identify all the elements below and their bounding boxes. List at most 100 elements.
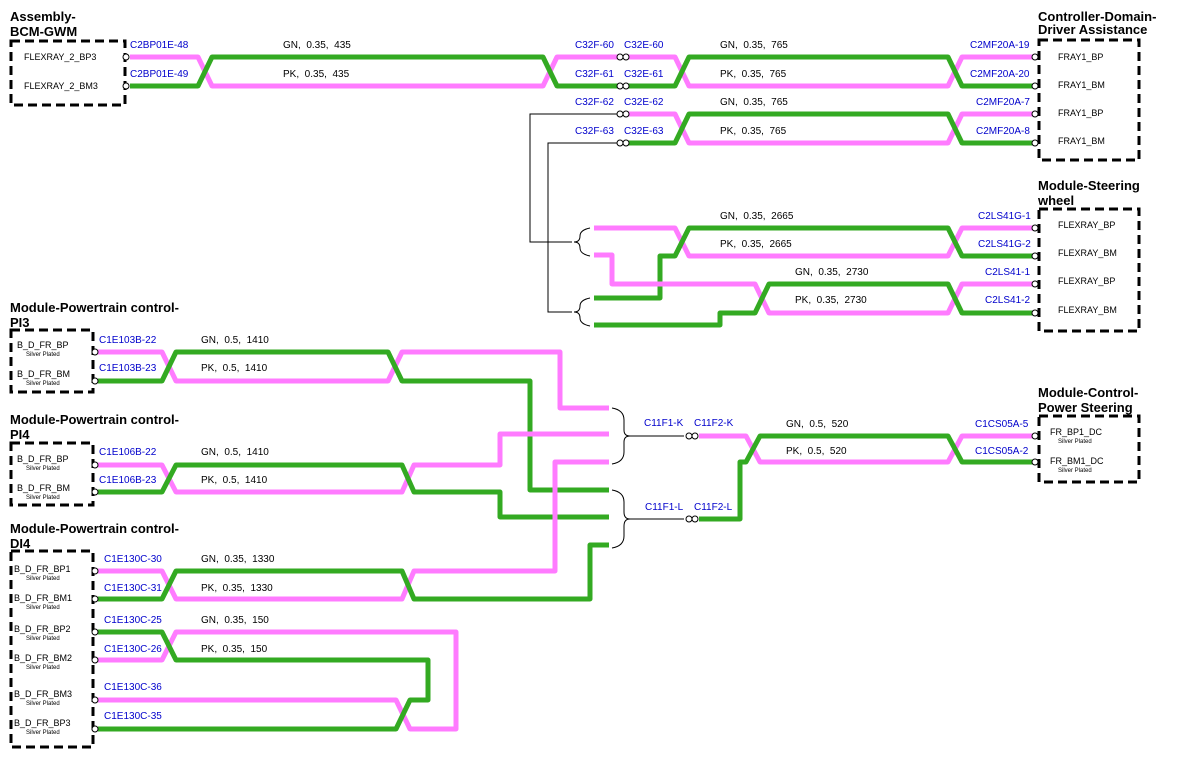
wire-label-w1-pk: PK, 0.35, 435 xyxy=(283,69,350,80)
power-steering-title-line2: Power Steering xyxy=(1038,400,1133,415)
wire-w7-gn xyxy=(98,462,609,520)
wire-label-w1-gn: GN, 0.35, 435 xyxy=(283,40,351,51)
da-pin-2: FRAY1_BM xyxy=(1058,80,1105,90)
connector-pi3-2: C1E103B-23 xyxy=(99,363,157,374)
wire-label-w7-pk: PK, 0.5, 1410 xyxy=(201,475,268,486)
wire-w1-pk xyxy=(130,54,618,89)
di4-pin-1-sub: Silver Plated xyxy=(26,576,60,582)
wire-label-w4-gn: GN, 0.35, 2665 xyxy=(720,211,794,222)
ps-pin-1-sub: Silver Plated xyxy=(1058,439,1092,445)
ps-pin-2: FR_BM1_DC xyxy=(1050,456,1104,466)
pi4-title-line2: PI4 xyxy=(10,427,30,442)
pi4-title-line1: Module-Powertrain control- xyxy=(10,412,179,427)
da-pin-3: FRAY1_BP xyxy=(1058,108,1103,118)
connector-da-4: C2MF20A-8 xyxy=(976,126,1030,137)
da-pin-1: FRAY1_BP xyxy=(1058,52,1103,62)
steering-title-line2: wheel xyxy=(1037,193,1074,208)
wire-label-w10-pk: PK, 0.5, 520 xyxy=(786,446,847,457)
pi3-title-line2: PI3 xyxy=(10,315,30,330)
wire-w9-pk xyxy=(98,629,459,732)
di4-pin-2-sub: Silver Plated xyxy=(26,605,60,611)
da-pin-4: FRAY1_BM xyxy=(1058,136,1105,146)
sw-pin-1: FLEXRAY_BP xyxy=(1058,220,1115,230)
connector-c32e-62: C32E-62 xyxy=(624,97,664,108)
wire-label-w3-pk: PK, 0.35, 765 xyxy=(720,126,787,137)
wire-label-w8-pk: PK, 0.35, 1330 xyxy=(201,583,273,594)
wire-w6-gn xyxy=(98,349,609,493)
wire-w4-gn xyxy=(594,225,1033,301)
pi4-pin-2-sub: Silver Plated xyxy=(26,495,60,501)
driver-assist-module-box xyxy=(1037,38,1141,162)
driver-assist-title-line1: Controller-Domain- xyxy=(1038,9,1156,24)
connector-c32f-60: C32F-60 xyxy=(575,40,614,51)
connector-pi4-2: C1E106B-23 xyxy=(99,475,157,486)
connector-bcm-1: C2BP01E-48 xyxy=(130,40,189,51)
connector-da-3: C2MF20A-7 xyxy=(976,97,1030,108)
connector-ps-2: C1CS05A-2 xyxy=(975,446,1029,457)
wire-label-w8-gn: GN, 0.35, 1330 xyxy=(201,554,275,565)
pi3-pin-1-sub: Silver Plated xyxy=(26,352,60,358)
di4-pin-6: B_D_FR_BP3 xyxy=(14,718,71,728)
wire-w2-pk xyxy=(628,54,1033,89)
wire-label-w10-gn: GN, 0.5, 520 xyxy=(786,419,849,430)
wire-label-w9-pk: PK, 0.35, 150 xyxy=(201,644,268,655)
splice-line-1 xyxy=(529,113,618,243)
pi3-title-line1: Module-Powertrain control- xyxy=(10,300,179,315)
steering-title-line1: Module-Steering xyxy=(1038,178,1140,193)
di4-pin-5: B_D_FR_BM3 xyxy=(14,689,72,699)
connector-c11f1-k: C11F1-K xyxy=(644,418,684,429)
driver-assist-title-line2: Driver Assistance xyxy=(1038,22,1147,37)
splice-brace-4 xyxy=(611,489,631,549)
wire-w9-gn xyxy=(98,629,431,732)
power-steering-title-line1: Module-Control- xyxy=(1038,385,1138,400)
wire-label-w6-gn: GN, 0.5, 1410 xyxy=(201,335,269,346)
wire-w4-pk xyxy=(594,225,1033,259)
di4-pin-6-sub: Silver Plated xyxy=(26,730,60,736)
connector-c32e-61: C32E-61 xyxy=(624,69,664,80)
connector-sw-4: C2LS41-2 xyxy=(985,295,1030,306)
connector-di4-1: C1E130C-30 xyxy=(104,554,162,565)
connector-sw-1: C2LS41G-1 xyxy=(978,211,1031,222)
wire-w1-gn xyxy=(130,54,618,89)
ps-pin-2-sub: Silver Plated xyxy=(1058,468,1092,474)
di4-title-line1: Module-Powertrain control- xyxy=(10,521,179,536)
connector-di4-2: C1E130C-31 xyxy=(104,583,162,594)
pi4-pin-2: B_D_FR_BM xyxy=(17,483,70,493)
splice-brace-2 xyxy=(573,297,591,327)
connector-c32f-62: C32F-62 xyxy=(575,97,614,108)
connector-c32e-60: C32E-60 xyxy=(624,40,664,51)
di4-pin-5-sub: Silver Plated xyxy=(26,701,60,707)
wire-w2-gn xyxy=(628,54,1033,89)
connector-sw-3: C2LS41-1 xyxy=(985,267,1030,278)
steering-module-box xyxy=(1037,207,1141,333)
wire-label-w2-gn: GN, 0.35, 765 xyxy=(720,40,788,51)
di4-pin-3: B_D_FR_BP2 xyxy=(14,624,71,634)
bcm-pin-2: FLEXRAY_2_BM3 xyxy=(24,81,98,91)
di4-pin-2: B_D_FR_BM1 xyxy=(14,593,72,603)
wire-w10-gn xyxy=(699,433,1033,522)
connector-c32f-63: C32F-63 xyxy=(575,126,614,137)
di4-pin-3-sub: Silver Plated xyxy=(26,636,60,642)
wire-w3-pk xyxy=(628,111,1033,146)
wire-label-w5-pk: PK, 0.35, 2730 xyxy=(795,295,867,306)
di4-title-line2: DI4 xyxy=(10,536,31,551)
di4-pin-1: B_D_FR_BP1 xyxy=(14,564,71,574)
wire-w10-pk xyxy=(699,433,1033,465)
bcm-pin-1: FLEXRAY_2_BP3 xyxy=(24,52,96,62)
connector-bcm-2: C2BP01E-49 xyxy=(130,69,189,80)
pi4-module-box xyxy=(9,441,95,507)
connector-pi4-1: C1E106B-22 xyxy=(99,447,157,458)
di4-pin-4-sub: Silver Plated xyxy=(26,665,60,671)
wire-label-w3-gn: GN, 0.35, 765 xyxy=(720,97,788,108)
wire-label-w2-pk: PK, 0.35, 765 xyxy=(720,69,787,80)
wire-w3-gn xyxy=(628,111,1033,146)
di4-pin-4: B_D_FR_BM2 xyxy=(14,653,72,663)
connector-da-1: C2MF20A-19 xyxy=(970,40,1030,51)
wire-label-w4-pk: PK, 0.35, 2665 xyxy=(720,239,792,250)
splice-brace-1 xyxy=(573,227,591,257)
connector-di4-5: C1E130C-36 xyxy=(104,682,162,693)
connector-di4-6: C1E130C-35 xyxy=(104,711,162,722)
pi3-pin-1: B_D_FR_BP xyxy=(17,340,69,350)
wire-label-w6-pk: PK, 0.5, 1410 xyxy=(201,363,268,374)
